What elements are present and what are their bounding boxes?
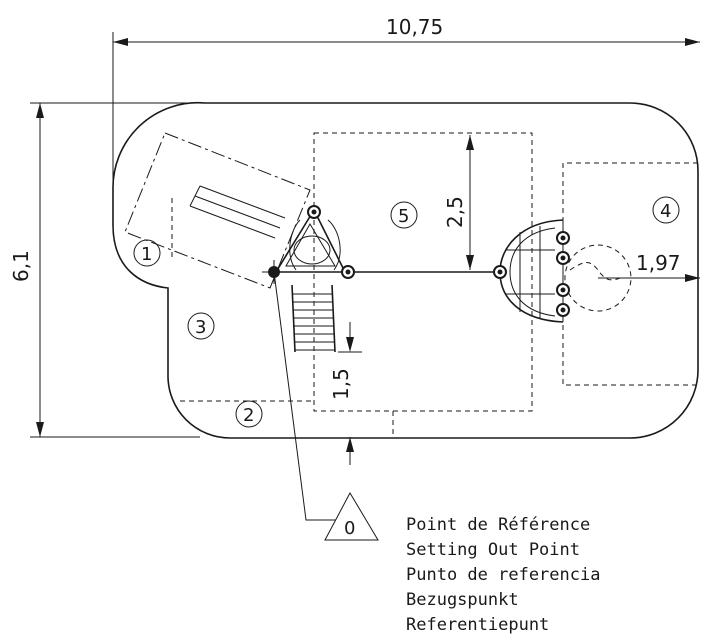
zone5-depth-dimension: 2,5 [443,135,474,270]
slide-zone-outline [124,132,311,289]
reference-marker-label: 0 [344,518,355,539]
svg-text:5: 5 [398,206,409,227]
reference-point-legend: Point de Référence Setting Out Point Pun… [406,515,600,635]
ladder [291,284,336,353]
overall-width-label: 10,75 [386,15,443,39]
legend-line-fr: Point de Référence [406,515,590,535]
legend-line-es: Punto de referencia [406,565,600,585]
overall-width-dimension: 10,75 [112,15,700,190]
zone-1-callout: 1 [133,239,161,267]
zone-5-callout: 5 [390,201,418,229]
zone4-radius-label: 1,97 [636,251,681,275]
reference-marker: 0 [273,271,379,541]
zone-5-rect [313,132,533,412]
zone4-radius-dimension: 1,97 [598,251,700,282]
posts [307,205,570,317]
bottom-clearance-dimension: 1,5 [329,322,362,465]
tower-platform [274,208,347,273]
safety-area-outline [112,101,699,439]
overall-depth-dimension: 6,1 [9,102,200,438]
svg-text:4: 4 [660,201,671,222]
svg-text:1: 1 [141,244,152,265]
legend-line-nl: Referentiepunt [406,615,549,635]
zone-2-callout: 2 [235,400,263,428]
zone5-depth-label: 2,5 [443,196,467,228]
legend-line-de: Bezugspunkt [406,590,519,610]
zone-4-callout: 4 [652,196,680,224]
svg-text:3: 3 [195,317,206,338]
overall-depth-label: 6,1 [9,250,33,282]
svg-text:2: 2 [243,405,254,426]
zone-3-callout: 3 [187,312,215,340]
slide [189,185,286,239]
zone-4-circle [564,244,632,312]
bottom-clearance-label: 1,5 [329,368,353,400]
legend-line-en: Setting Out Point [406,540,580,560]
